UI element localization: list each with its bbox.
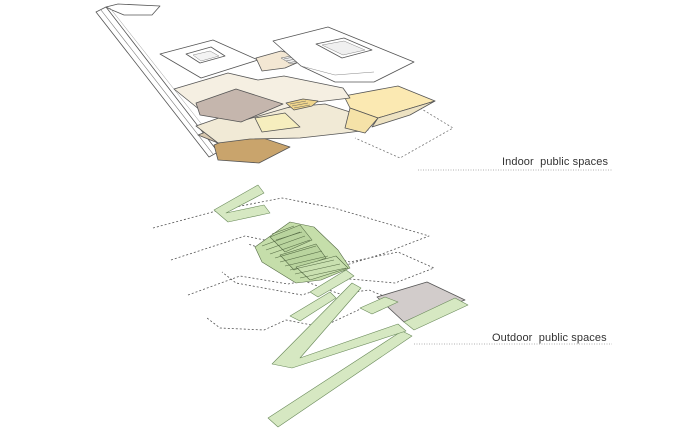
outdoor-stair-block [254, 221, 351, 284]
indoor-public-spaces-label: Indoor public spaces [502, 156, 609, 168]
indoor-yellow-block-side [344, 107, 379, 134]
indoor-mauve-room [195, 88, 284, 123]
outdoor-public-spaces-label: Outdoor public spaces [492, 332, 607, 344]
diagonal-ramp [95, 3, 223, 158]
indoor-void-right-inner [321, 40, 366, 56]
indoor-stair-lines [289, 100, 311, 109]
indoor-void-left-inner [192, 50, 220, 62]
indoor-roof-edge [300, 65, 375, 76]
indoor-yellow-middle [254, 112, 301, 133]
outdoor-green-paths [213, 184, 469, 428]
indoor-stair-yellow [285, 98, 319, 111]
indoor-yellow-face [371, 100, 436, 128]
indoor-spaces-group [95, 3, 454, 164]
outdoor-spaces-group [152, 184, 469, 428]
